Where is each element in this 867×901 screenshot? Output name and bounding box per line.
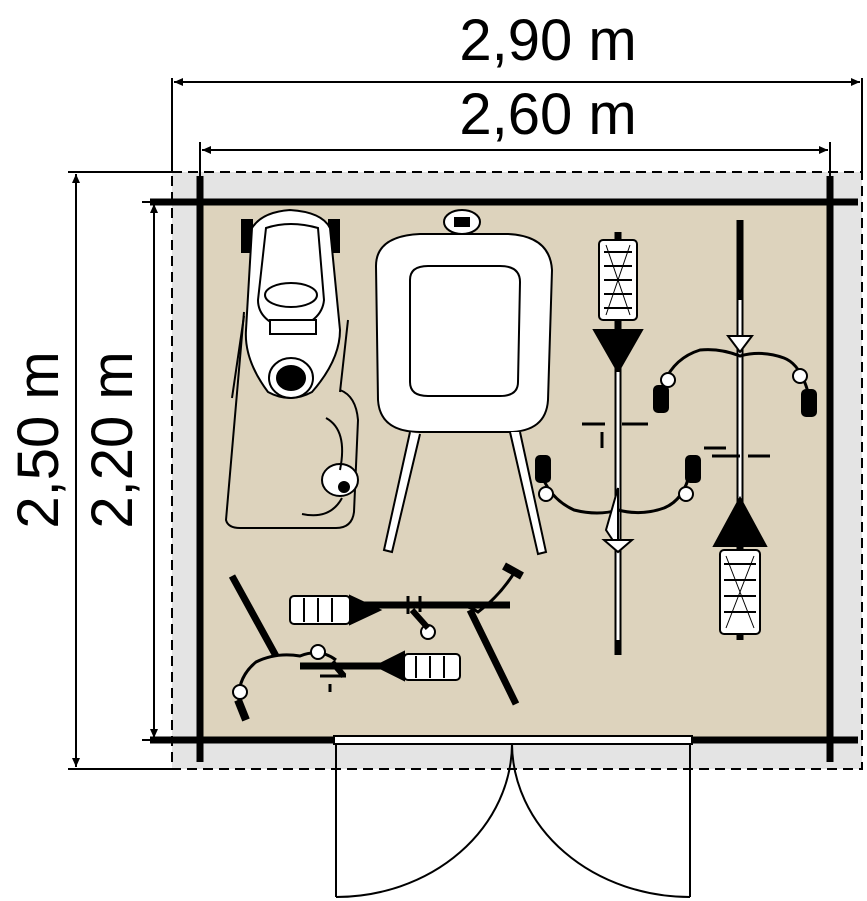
lawn-mower-icon: [224, 208, 360, 529]
outer-depth-label: 2,50 m: [6, 351, 71, 528]
bicycle-icon: [535, 232, 701, 655]
bicycle-icon: [228, 574, 461, 722]
inner-width-label: 2,60 m: [459, 82, 636, 147]
grill-icon: [374, 209, 554, 556]
outer-width-label: 2,90 m: [459, 8, 636, 73]
bicycle-icon: [653, 220, 817, 640]
bicycle-icon: [289, 562, 524, 706]
dimension-lines: [68, 78, 863, 770]
inner-depth-label: 2,20 m: [80, 351, 145, 528]
double-door: [333, 735, 693, 898]
shed-walls: [150, 176, 858, 762]
